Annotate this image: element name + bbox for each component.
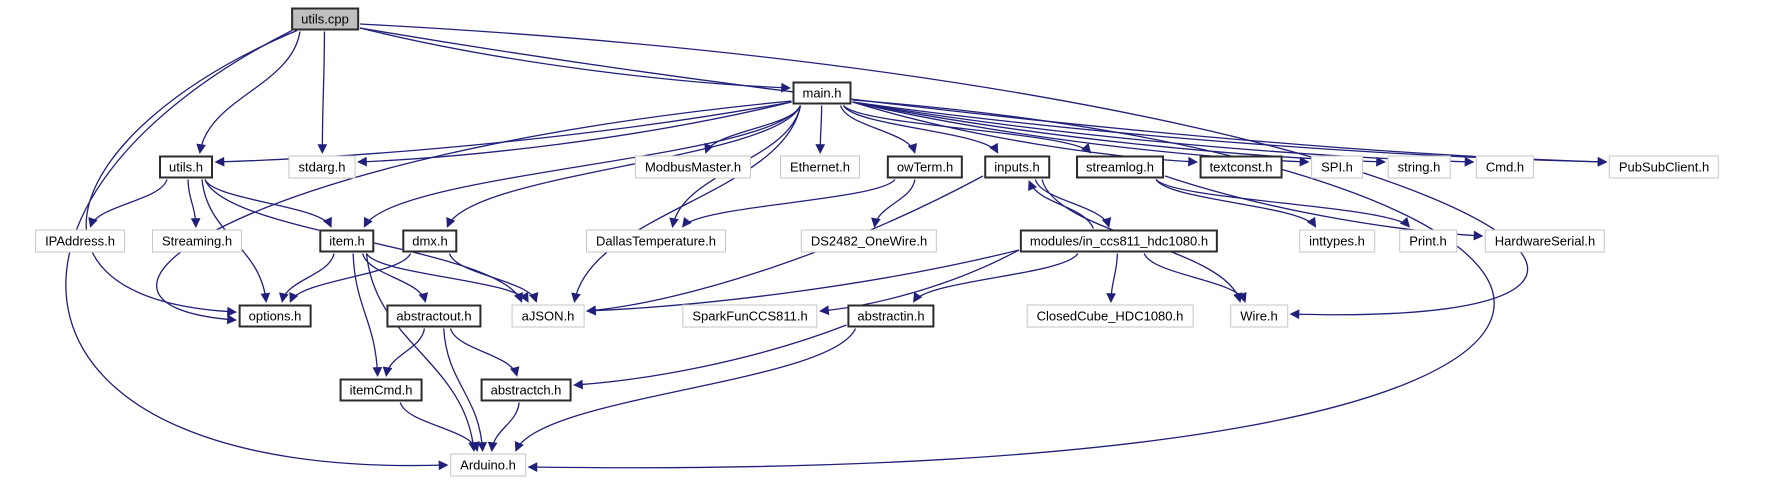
edge-dmx-h--options-h: [289, 253, 412, 303]
edge-utils-h--streaming-h: [187, 179, 201, 228]
node-abstractch-h[interactable]: abstractch.h: [480, 378, 572, 402]
node-abstractout-h[interactable]: abstractout.h: [386, 304, 482, 328]
edge-main-h--dmx-h: [446, 105, 802, 228]
node-textconst-h[interactable]: textconst.h: [1199, 155, 1283, 179]
node-dmx-h[interactable]: dmx.h: [402, 229, 458, 253]
node-streamlog-h[interactable]: streamlog.h: [1076, 155, 1164, 179]
node-item-h[interactable]: item.h: [319, 229, 375, 253]
edge-main-h--owterm-h: [839, 105, 918, 154]
edge-modules-in-ccs811-hdc1080-h--sparkfunccs811-h: [819, 249, 1020, 316]
node-abstractin-h[interactable]: abstractin.h: [847, 304, 935, 328]
node-print-h: Print.h: [1399, 229, 1457, 253]
edge-itemcmd-h--arduino-h: [399, 402, 480, 452]
edge-utils-h--item-h: [204, 179, 332, 228]
node-inttypes-h: inttypes.h: [1299, 229, 1375, 253]
node-inputs-h[interactable]: inputs.h: [984, 155, 1050, 179]
node-utils-cpp: utils.cpp: [291, 7, 359, 31]
edge-main-h--ajson-h: [571, 105, 802, 303]
node-main-h[interactable]: main.h: [792, 81, 852, 105]
node-modules-in-ccs811-hdc1080-h[interactable]: modules/in_ccs811_hdc1080.h: [1019, 229, 1219, 253]
edge-abstractch-h--arduino-h: [487, 402, 520, 452]
edge-utils-cpp--pubsubclient-h: [359, 27, 1608, 167]
edge-modules-in-ccs811-hdc1080-h--ajson-h: [586, 249, 1020, 316]
edge-item-h--options-h: [279, 253, 335, 303]
node-arduino-h: Arduino.h: [450, 453, 526, 477]
edge-dmx-h--ajson-h: [448, 253, 539, 303]
node-wire-h: Wire.h: [1230, 304, 1288, 328]
edge-main-h--streamlog-h: [843, 105, 1092, 154]
node-ds2482-onewire-h: DS2482_OneWire.h: [800, 229, 938, 253]
node-string-h: string.h: [1387, 155, 1451, 179]
node-closedcube-hdc1080-h: ClosedCube_HDC1080.h: [1026, 304, 1194, 328]
edge-item-h--abstractout-h: [362, 253, 429, 303]
edge-utils-cpp--wire-h: [359, 23, 1529, 320]
node-cmd-h: Cmd.h: [1475, 155, 1535, 179]
node-ethernet-h: Ethernet.h: [780, 155, 860, 179]
node-pubsubclient-h: PubSubClient.h: [1608, 155, 1720, 179]
edge-abstractout-h--itemcmd-h: [382, 328, 426, 377]
edge-item-h--itemcmd-h: [352, 253, 383, 377]
node-itemcmd-h[interactable]: itemCmd.h: [339, 378, 423, 402]
edge-modules-in-ccs811-hdc1080-h--inputs-h: [1028, 180, 1095, 229]
node-stdarg-h: stdarg.h: [288, 155, 356, 179]
edge-main-h--item-h: [363, 105, 802, 228]
edge-utils-cpp--utils-h: [196, 31, 301, 154]
edge-streamlog-h--hardwareserial-h: [1164, 175, 1484, 241]
edge-modules-in-ccs811-hdc1080-h--closedcube-hdc1080-h: [1106, 253, 1119, 303]
edge-streamlog-h--inttypes-h: [1155, 179, 1317, 228]
edge-abstractin-h--arduino-h: [514, 328, 857, 452]
node-hardwareserial-h: HardwareSerial.h: [1484, 229, 1606, 253]
node-ajson-h: aJSON.h: [511, 304, 585, 328]
edge-inputs-h--modules-in-ccs811-hdc1080-h: [1034, 179, 1112, 228]
edge-abstractin-h--abstractch-h: [573, 324, 847, 390]
node-ipaddress-h: IPAddress.h: [35, 229, 125, 253]
node-streaming-h: Streaming.h: [151, 229, 243, 253]
node-spi-h: SPI.h: [1311, 155, 1363, 179]
node-sparkfunccs811-h: SparkFunCCS811.h: [682, 304, 818, 328]
node-dallastemperature-h: DallasTemperature.h: [586, 229, 726, 253]
edge-utils-cpp--stdarg-h: [317, 31, 328, 154]
edge-main-h--options-h: [156, 100, 792, 325]
edge-utils-cpp--arduino-h: [65, 29, 449, 471]
edge-owterm-h--dallastemperature-h: [682, 179, 896, 228]
edge-modules-in-ccs811-hdc1080-h--wire-h: [1143, 253, 1247, 303]
edge-main-h--stdarg-h: [357, 101, 792, 167]
edge-modules-in-ccs811-hdc1080-h--abstractin-h: [913, 253, 1079, 303]
edge-owterm-h--ds2482-onewire-h: [871, 179, 916, 228]
edge-abstractout-h--abstractch-h: [449, 328, 520, 377]
edge-item-h--ajson-h: [365, 253, 529, 303]
edge-utils-h--ipaddress-h: [88, 179, 168, 228]
node-owterm-h[interactable]: owTerm.h: [886, 155, 964, 179]
edge-main-h--ethernet-h: [815, 105, 826, 154]
edge-utils-cpp--main-h: [359, 27, 791, 93]
node-options-h[interactable]: options.h: [238, 304, 312, 328]
node-utils-h[interactable]: utils.h: [159, 155, 213, 179]
edge-main-h--arduino-h: [527, 99, 1495, 472]
edge-abstractout-h--arduino-h: [443, 328, 487, 452]
edge-main-h--inputs-h: [842, 105, 999, 154]
node-modbusmaster-h: ModbusMaster.h: [634, 155, 752, 179]
edge-main-h--utils-h: [214, 101, 792, 167]
edge-streamlog-h--print-h: [1155, 179, 1410, 228]
edge-inputs-h--ajson-h: [586, 175, 984, 316]
edge-item-h--arduino-h: [365, 253, 478, 452]
